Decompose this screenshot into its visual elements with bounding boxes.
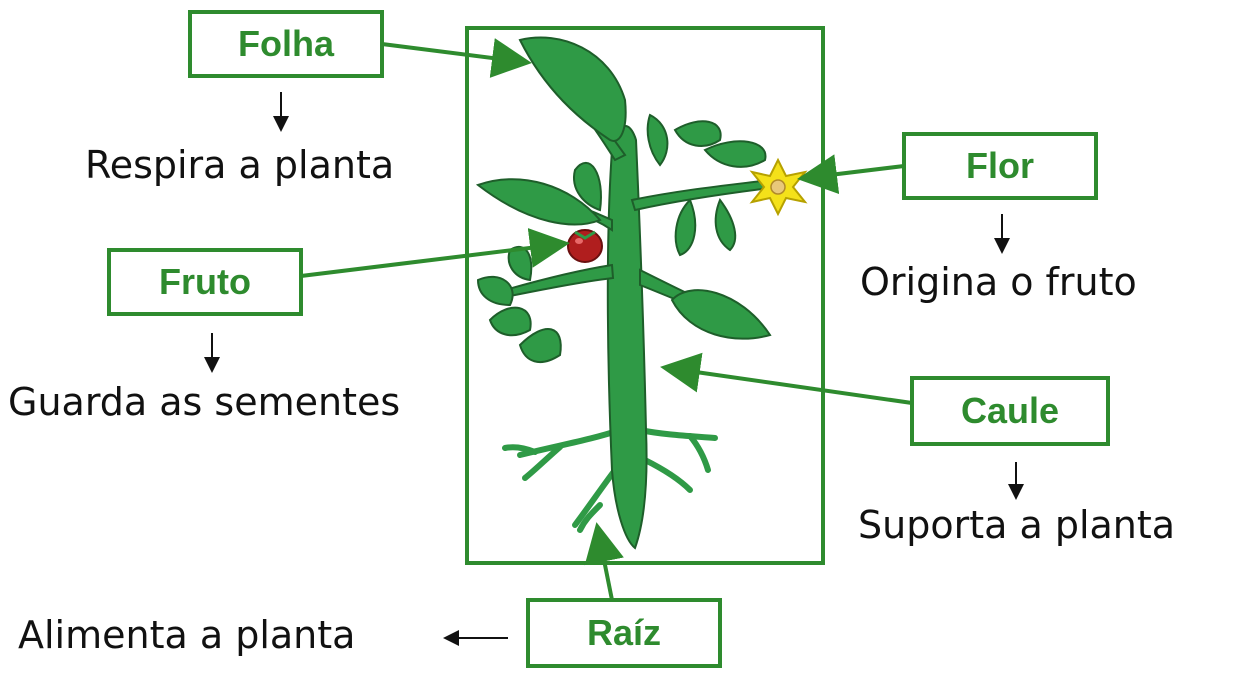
fruit-illustration (568, 230, 602, 262)
leaf (676, 200, 696, 255)
plant-branch (632, 180, 770, 210)
label-caule: Caule (912, 378, 1108, 444)
label-text-folha: Folha (238, 23, 335, 64)
leaf (478, 277, 513, 305)
leaf (675, 121, 721, 146)
leaf (672, 290, 770, 338)
label-text-raiz: Raíz (587, 612, 661, 653)
leaf (490, 308, 531, 336)
label-text-caule: Caule (961, 390, 1059, 431)
plant-illustration (478, 38, 805, 549)
description-raiz: Alimenta a planta (18, 613, 355, 657)
leaf (648, 115, 668, 165)
leaf (520, 329, 561, 362)
description-fruto: Guarda as sementes (8, 380, 400, 424)
leaf (716, 200, 736, 250)
description-caule: Suporta a planta (858, 503, 1175, 547)
leaf (520, 38, 626, 141)
description-folha: Respira a planta (85, 143, 394, 187)
pointer-caule (668, 368, 912, 403)
description-flor: Origina o fruto (860, 260, 1137, 304)
label-flor: Flor (904, 134, 1096, 198)
label-text-flor: Flor (966, 145, 1034, 186)
plant-stem (608, 126, 647, 548)
label-text-fruto: Fruto (159, 261, 251, 302)
leaf (705, 141, 765, 167)
label-folha: Folha (190, 12, 382, 76)
pointer-folha (382, 44, 524, 62)
label-raiz: Raíz (528, 600, 720, 666)
label-fruto: Fruto (109, 250, 301, 314)
pointer-flor (805, 166, 904, 178)
